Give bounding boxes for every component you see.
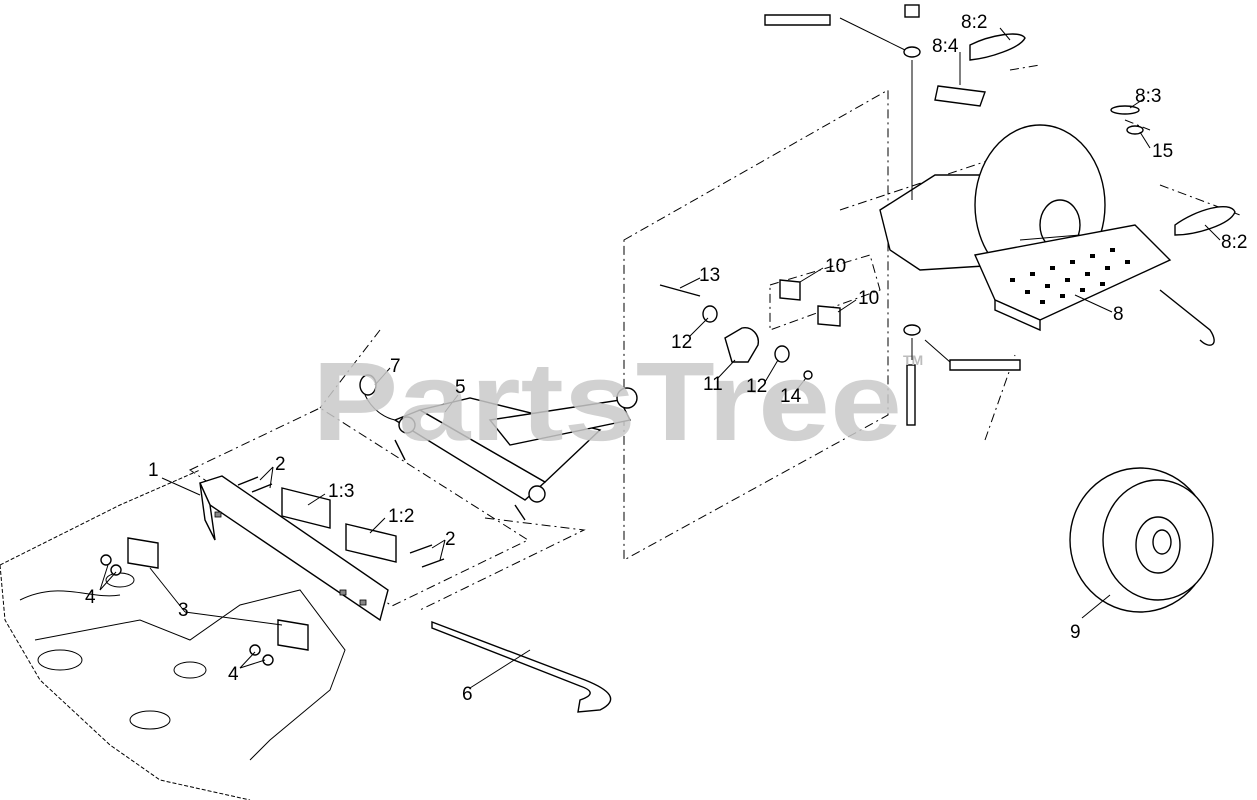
watermark: PartsTree TM — [312, 339, 923, 464]
rod-part-6 — [431, 620, 612, 713]
callout-11: 11 — [703, 374, 723, 395]
pin-part-7 — [359, 374, 396, 421]
watermark-trademark: TM — [903, 352, 923, 368]
callout-1: 1 — [148, 460, 159, 481]
bolts-part-2 — [237, 476, 445, 568]
callout-8-3: 8:3 — [1135, 86, 1161, 107]
mower-deck — [0, 469, 346, 800]
callout-labels: 1 2 2 1:3 1:2 3 4 4 5 6 7 8 8:2 8:2 8:3 … — [85, 12, 1247, 705]
leader-lines — [99, 17, 1221, 689]
callout-8: 8 — [1113, 304, 1124, 325]
callout-8-4: 8:4 — [932, 36, 959, 57]
decals-part-8 — [934, 33, 1236, 236]
hardware-parts-10-14 — [659, 279, 841, 380]
callout-1-2: 1:2 — [388, 506, 414, 527]
callout-15: 15 — [1152, 141, 1173, 162]
callout-10-lower: 10 — [858, 288, 879, 309]
plate-part-3-upper — [100, 537, 159, 576]
callout-8-2-upper: 8:2 — [961, 12, 987, 33]
callout-7: 7 — [390, 356, 401, 377]
callout-5: 5 — [455, 377, 466, 398]
callout-4-lower: 4 — [228, 664, 239, 685]
plate-part-3-lower — [249, 619, 309, 666]
bracket-part-1 — [199, 475, 389, 622]
caster-assembly-part-8 — [879, 124, 1215, 346]
callout-2-lower: 2 — [445, 529, 456, 550]
callout-13: 13 — [699, 265, 720, 286]
callout-8-2-right: 8:2 — [1221, 232, 1247, 253]
callout-2-upper: 2 — [275, 454, 286, 475]
callout-1-3: 1:3 — [328, 481, 354, 502]
tread-pattern — [1010, 248, 1130, 304]
callout-4-upper: 4 — [85, 587, 96, 608]
callout-14: 14 — [780, 386, 802, 407]
callout-10-upper: 10 — [825, 256, 846, 277]
hitch-arm-part-5 — [393, 387, 638, 521]
callout-9: 9 — [1070, 622, 1081, 643]
watermark-text: PartsTree — [312, 339, 902, 464]
pivot-hardware — [764, 4, 1021, 426]
wheel-part-9 — [1069, 467, 1214, 613]
callout-12-right: 12 — [746, 376, 767, 397]
callout-12-left: 12 — [671, 332, 692, 353]
callout-6: 6 — [462, 684, 473, 705]
callout-3: 3 — [178, 600, 189, 621]
